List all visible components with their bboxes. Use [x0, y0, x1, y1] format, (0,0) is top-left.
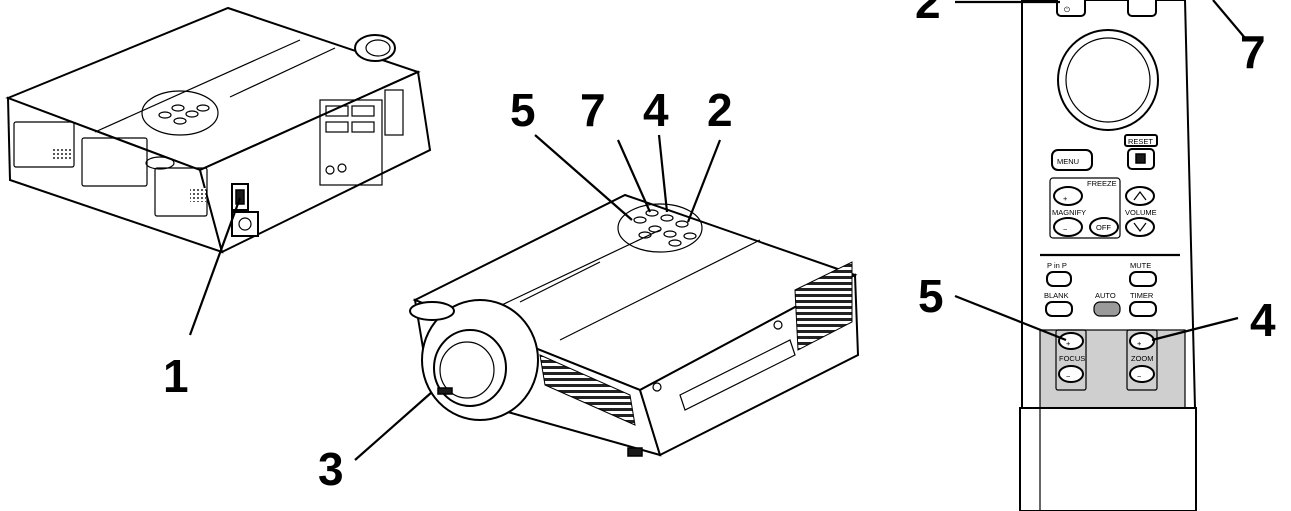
blank-button: [1045, 301, 1073, 317]
focus-plus-sign: +: [1066, 339, 1071, 348]
rear-top-keypad: [158, 104, 210, 125]
magnify-minus-sign: −: [1063, 225, 1068, 234]
off-label: OFF: [1096, 223, 1111, 232]
callout-7-top: 7: [580, 84, 606, 136]
callout-1: 1: [163, 350, 189, 402]
freeze-label: FREEZE: [1087, 179, 1117, 188]
zoom-label: ZOOM: [1131, 354, 1154, 363]
magnify-plus-button: [1053, 186, 1083, 206]
top-control-panel: [617, 203, 703, 253]
auto-label: AUTO: [1095, 291, 1116, 300]
top-keypad: [633, 209, 697, 247]
off-button: [1089, 217, 1119, 237]
volume-label: VOLUME: [1125, 208, 1157, 217]
focus-minus-button: [1058, 365, 1084, 383]
callout-7-remote: 7: [1240, 26, 1266, 78]
callout-5-remote: 5: [918, 270, 944, 322]
projector-rear-view: [5, 6, 432, 254]
callout-3: 3: [318, 443, 344, 495]
pinp-label: P in P: [1047, 261, 1067, 270]
blank-label: BLANK: [1044, 291, 1069, 300]
callout-2-remote: 2: [915, 0, 941, 28]
svg-text:⏻: ⏻: [1064, 5, 1071, 14]
zoom-plus-sign: +: [1137, 339, 1142, 348]
reset-label: RESET: [1128, 137, 1153, 146]
menu-label: MENU: [1057, 157, 1079, 166]
disk-pad: [1057, 29, 1159, 131]
callout-4-top: 4: [643, 84, 669, 136]
callout-2-top: 2: [707, 84, 733, 136]
focus-plus-button: [1058, 332, 1084, 350]
power-socket: [231, 211, 259, 237]
focus-minus-sign: −: [1066, 372, 1071, 381]
remote-top-right-button: [1127, 0, 1157, 17]
mute-label: MUTE: [1130, 261, 1151, 270]
pinp-button: [1046, 271, 1072, 287]
timer-label: TIMER: [1130, 291, 1154, 300]
magnify-label: MAGNIFY: [1052, 208, 1086, 217]
remote-control: ⏻ RESET MENU FREEZE + MAGNIFY − OFF VOLU…: [1019, 0, 1197, 511]
zoom-plus-button: [1129, 332, 1155, 350]
zoom-minus-button: [1129, 365, 1155, 383]
callout-5-top: 5: [510, 84, 536, 136]
auto-button: [1093, 301, 1121, 317]
leader-lines: [188, 0, 1246, 461]
callout-4-remote: 4: [1250, 294, 1276, 346]
magnify-minus-button: [1053, 217, 1083, 237]
power-button: [1056, 0, 1086, 17]
volume-up-button: [1125, 186, 1155, 206]
magnify-plus-sign: +: [1063, 194, 1068, 203]
zoom-minus-sign: −: [1137, 372, 1142, 381]
volume-down-button: [1125, 217, 1155, 237]
focus-label: FOCUS: [1059, 354, 1085, 363]
mute-button: [1129, 271, 1157, 287]
timer-button: [1129, 301, 1157, 317]
projector-front-view: [409, 193, 860, 457]
menu-button: [1051, 149, 1093, 171]
callout-numbers: 1 3 5 7 4 2 2 7 5 4: [163, 0, 1276, 495]
